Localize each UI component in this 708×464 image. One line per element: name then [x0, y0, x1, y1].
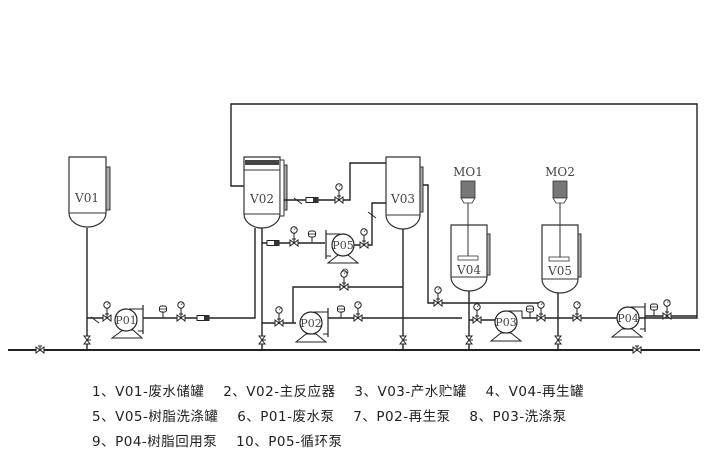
- p01-suction-gauge: [103, 301, 111, 315]
- vessel-label-v05: V05: [547, 264, 572, 278]
- p04-suction-gauge: [573, 301, 581, 315]
- legend-item: 10、P05-循环泵: [236, 434, 343, 450]
- p01-flowmeter: [159, 305, 167, 319]
- p01-discharge-gauge: [177, 301, 185, 315]
- pump-label-p01: P01: [115, 314, 136, 327]
- motor-label-mo2: MO2: [545, 165, 575, 179]
- vessel-label-v03: V03: [390, 192, 415, 206]
- pump-p03: P03: [489, 310, 523, 342]
- v02-outlet-valve: [334, 195, 344, 204]
- p04-discharge-gauge: [663, 299, 671, 313]
- v03-transfer-gauge: [434, 286, 442, 300]
- p05-suction-gauge: [290, 226, 298, 240]
- p04-flowmeter: [650, 303, 658, 317]
- p03-discharge-gauge: [537, 301, 545, 315]
- vessel-v02: V02: [243, 156, 288, 229]
- vessel-label-v01: V01: [74, 191, 99, 205]
- p02-suction-valve: [274, 318, 284, 327]
- v02-outlet-gauge: [335, 183, 343, 197]
- pump-label-p02: P02: [300, 317, 321, 330]
- p02-suction-gauge: [275, 306, 283, 320]
- vessel-v05: MO2 V05: [541, 165, 582, 294]
- p03-suction-valve: [472, 315, 482, 324]
- v02-filter: [305, 197, 319, 203]
- vessel-label-v02: V02: [249, 192, 274, 206]
- legend-item: 2、V02-主反应器: [223, 384, 336, 400]
- p02-discharge-valve: [353, 313, 363, 322]
- p05-filter: [266, 240, 280, 246]
- p02-bypass-valve: [339, 282, 349, 291]
- v02-drain-valve: [258, 335, 267, 345]
- p02-bypass-gauge: [340, 270, 348, 284]
- pump-label-p04: P04: [617, 312, 638, 325]
- pump-label-p05: P05: [332, 239, 353, 252]
- motor-label-mo1: MO1: [453, 165, 483, 179]
- p03-discharge-valve: [536, 313, 546, 322]
- vessel-v04: MO1 V04: [450, 165, 491, 292]
- p05-discharge-valve: [359, 240, 369, 249]
- pump-p04: P04: [610, 303, 646, 338]
- legend-item: 9、P04-树脂回用泵: [92, 434, 218, 450]
- vessel-label-v04: V04: [456, 263, 481, 277]
- process-flow-diagram: V01 P01 V02: [8, 103, 700, 354]
- header-outlet-valve: [632, 345, 642, 354]
- equipment-legend: 1、V01-废水储罐 2、V02-主反应器 3、V03-产水贮罐 4、V04-再…: [92, 380, 672, 455]
- legend-item: 6、P01-废水泵: [237, 409, 335, 425]
- pump-p02: P02: [294, 308, 329, 343]
- pump-label-p03: P03: [495, 316, 516, 329]
- v01-drain-valve: [83, 335, 92, 345]
- v05-drain-valve: [554, 335, 563, 345]
- p01-discharge-valve: [176, 313, 186, 322]
- vessel-v03: V03: [385, 156, 424, 230]
- legend-item: 1、V01-废水储罐: [92, 384, 205, 400]
- recycle-loop-pipe: [230, 103, 698, 319]
- p05-discharge-gauge: [360, 228, 368, 242]
- p01-filter: [196, 315, 210, 321]
- p02-discharge-gauge: [354, 301, 362, 315]
- p02-flowmeter: [337, 305, 345, 319]
- v03-drain-valve: [399, 335, 408, 345]
- legend-item: 5、V05-树脂洗涤罐: [92, 409, 219, 425]
- legend-item: 4、V04-再生罐: [485, 384, 584, 400]
- legend-item: 8、P03-洗涤泵: [469, 409, 567, 425]
- p03-flowmeter: [526, 305, 534, 319]
- pump-p01: P01: [110, 305, 144, 339]
- p03-suction-gauge: [473, 303, 481, 317]
- legend-item: 7、P02-再生泵: [353, 409, 451, 425]
- p05-suction-valve: [289, 238, 299, 247]
- vessel-v01: V01: [68, 156, 111, 228]
- p04-suction-valve: [572, 313, 582, 322]
- p01-suction-valve: [102, 313, 112, 322]
- header-inlet-valve: [35, 345, 45, 354]
- v03-transfer-valve: [433, 298, 443, 307]
- v04-drain-valve: [465, 335, 474, 345]
- v02-check-valve: [293, 197, 303, 205]
- pump-p05: P05: [325, 230, 360, 264]
- p05-flowmeter: [308, 230, 316, 244]
- legend-item: 3、V03-产水贮罐: [354, 384, 467, 400]
